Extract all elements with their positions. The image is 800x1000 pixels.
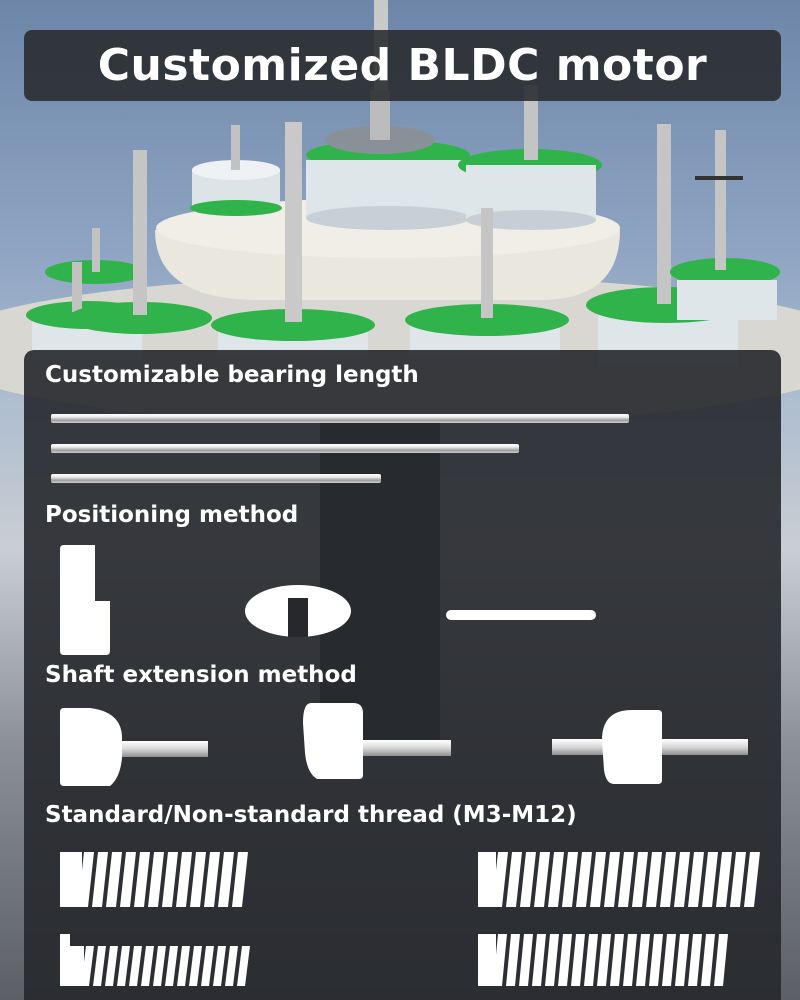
stepped-shaft-icon <box>60 545 110 655</box>
page-title: Customized BLDC motor <box>97 40 708 91</box>
shaft-extension-one-side-icon <box>60 708 208 786</box>
thread-label: Standard/Non-standard thread (M3-M12) <box>45 802 577 828</box>
bearing-length-label: Customizable bearing length <box>45 362 419 388</box>
straight-shaft-icon <box>446 610 596 620</box>
motor-left-tall <box>68 150 212 334</box>
shaft-extension-both-sides-icon <box>552 710 748 784</box>
thread-long-coarse-icon <box>478 852 760 907</box>
motor-far-left <box>45 228 145 284</box>
thread-short-fine-icon <box>60 934 250 986</box>
bearing-long-icon <box>51 414 629 423</box>
thread-long-fine-icon <box>478 934 728 986</box>
title-banner: Customized BLDC motor <box>24 30 781 101</box>
bearing-short-icon <box>51 474 381 483</box>
bearing-medium-icon <box>51 444 519 453</box>
motor-upper-left <box>190 125 282 216</box>
positioning-method-label: Positioning method <box>45 502 299 528</box>
motor-far-right <box>670 130 780 320</box>
motor-upper-right <box>458 85 602 230</box>
shaft-extension-mid-icon <box>303 703 451 779</box>
thread-short-coarse-icon <box>60 852 248 907</box>
motor-center <box>306 90 470 230</box>
shaft-extension-label: Shaft extension method <box>45 662 357 688</box>
d-cut-slot-icon <box>245 585 351 637</box>
